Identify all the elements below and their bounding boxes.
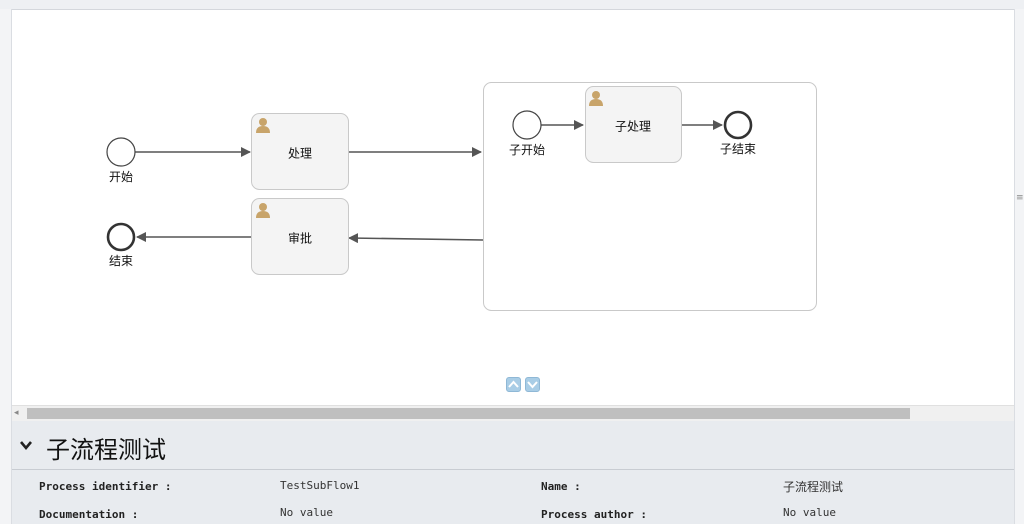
top-toolbar-strip — [0, 0, 1024, 10]
splitter-grip-icon[interactable]: ≡ — [1016, 193, 1024, 203]
end-event-label: 结束 — [108, 254, 134, 268]
subprocess-container[interactable] — [483, 82, 817, 311]
scrollbar-thumb[interactable] — [27, 408, 910, 419]
end-event[interactable] — [106, 222, 136, 252]
documentation-label: Documentation : — [39, 508, 139, 521]
sub-start-event-label: 子开始 — [508, 143, 546, 157]
scroll-left-icon[interactable]: ◂ — [14, 408, 19, 418]
start-event-label: 开始 — [108, 170, 134, 184]
left-gutter — [0, 9, 12, 524]
property-row: Process identifier : TestSubFlow1 Name :… — [12, 475, 1014, 501]
sub-end-event[interactable] — [723, 110, 753, 140]
task-process-label: 处理 — [287, 146, 313, 161]
properties-header[interactable]: 子流程测试 — [12, 421, 1014, 470]
diagram-svg — [106, 82, 817, 311]
sub-start-event[interactable] — [512, 110, 542, 140]
task-sub-process[interactable] — [585, 86, 682, 163]
name-label: Name : — [541, 480, 581, 493]
task-process[interactable] — [251, 113, 349, 190]
horizontal-scrollbar[interactable]: ◂ — [12, 405, 1014, 421]
process-author-label: Process author : — [541, 508, 647, 521]
documentation-value: No value — [280, 506, 333, 519]
flow-subprocess-to-approve[interactable] — [348, 233, 484, 244]
user-icon — [256, 118, 270, 133]
task-sub-process-label: 子处理 — [614, 119, 652, 134]
zoom-up-button[interactable] — [506, 377, 521, 392]
zoom-down-button[interactable] — [525, 377, 540, 392]
chevron-down-icon — [527, 381, 538, 389]
user-icon — [256, 203, 270, 218]
properties-title: 子流程测试 — [46, 436, 166, 464]
start-event[interactable] — [106, 137, 136, 167]
property-row: Documentation : No value Process author … — [12, 503, 1014, 529]
chevron-down-icon[interactable] — [19, 438, 33, 452]
process-author-value: No value — [783, 506, 836, 519]
task-approve[interactable] — [251, 198, 349, 275]
sub-end-event-label: 子结束 — [719, 142, 757, 156]
chevron-up-icon — [508, 380, 519, 388]
process-properties-panel: 子流程测试 Process identifier : TestSubFlow1 … — [12, 421, 1014, 524]
process-diagram-canvas: 开始 结束 处理 审批 子开始 子处理 子结束 — [12, 10, 1014, 405]
process-identifier-label: Process identifier : — [39, 480, 172, 493]
user-icon — [589, 91, 603, 106]
right-splitter[interactable] — [1014, 9, 1024, 524]
process-identifier-value: TestSubFlow1 — [280, 479, 360, 492]
task-approve-label: 审批 — [287, 231, 313, 246]
name-value: 子流程测试 — [783, 480, 844, 494]
